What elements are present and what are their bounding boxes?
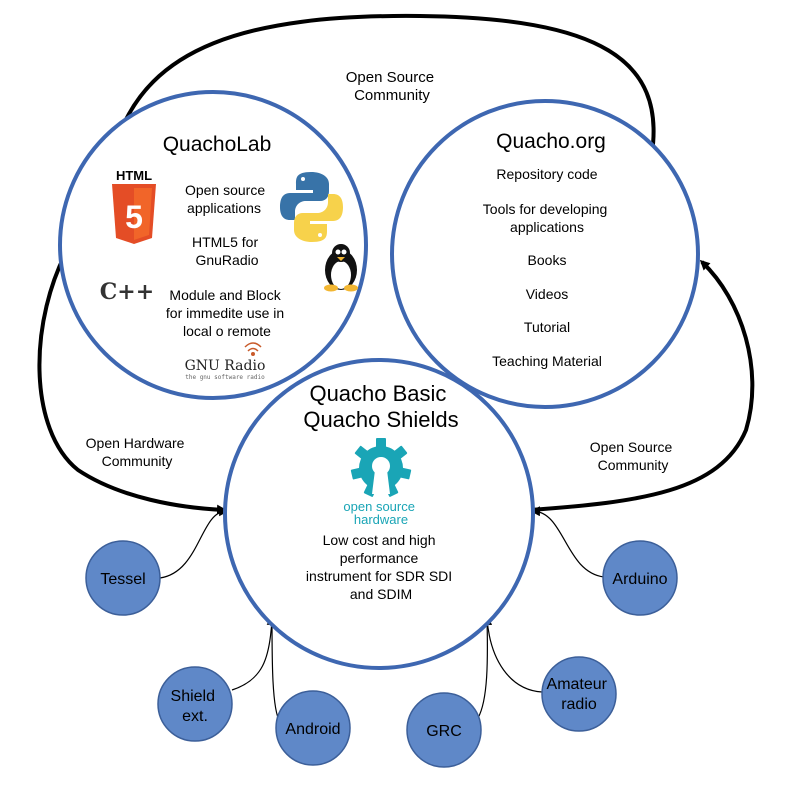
quacholab-item-open-source: Open source applications xyxy=(185,182,269,216)
quacho-org-item-tutorial: Tutorial xyxy=(524,319,570,335)
quacho-org-circle xyxy=(390,99,700,409)
node-arduino: Arduino xyxy=(602,540,678,616)
node-amateur-label: Amateur radio xyxy=(547,676,612,713)
quacho-basic-title: Quacho Basic Quacho Shields xyxy=(303,381,458,432)
node-grc-label: GRC xyxy=(426,723,462,740)
connector-shield xyxy=(231,615,277,691)
arrow-quacholab-to-quacho-basic xyxy=(37,244,227,515)
quacho-basic-circle xyxy=(223,358,535,670)
node-android-label: Android xyxy=(285,721,340,738)
quacho-org-item-books: Books xyxy=(528,252,567,268)
connector-amateur xyxy=(486,617,543,693)
edge-label-top: Open Source Community xyxy=(346,69,439,104)
quacho-org-title: Quacho.org xyxy=(496,130,606,153)
cpp-icon: C++ xyxy=(100,279,154,305)
quacholab-item-module: Module and Block for immedite use in loc… xyxy=(166,287,288,339)
gnuradio-logo-text: GNU Radio xyxy=(185,358,266,374)
quacho-org-item-videos: Videos xyxy=(526,286,569,302)
edge-label-left: Open Hardware Community xyxy=(86,435,189,469)
connector-grc xyxy=(477,615,493,719)
node-android: Android xyxy=(275,690,351,766)
node-shield: Shield ext. xyxy=(157,666,233,742)
node-tessel-label: Tessel xyxy=(100,571,145,588)
quacholab-item-html5: HTML5 for GnuRadio xyxy=(192,234,262,268)
node-grc: GRC xyxy=(406,692,482,768)
arrow-quacho-org-to-quacholab xyxy=(115,13,656,154)
quacho-org-items: Repository code Tools for developing app… xyxy=(483,166,611,369)
quacho-org-item-teaching: Teaching Material xyxy=(492,353,602,369)
quacho-org-item-tools: Tools for developing applications xyxy=(483,201,611,235)
oshw-text: open source hardware xyxy=(343,499,418,527)
connector-android xyxy=(271,617,281,723)
gnuradio-tagline: the gnu software radio xyxy=(185,374,265,381)
html5-logo-number: 5 xyxy=(125,199,143,235)
python-icon xyxy=(280,172,343,242)
linux-tux-icon xyxy=(324,244,358,292)
html5-icon: HTML 5 xyxy=(112,168,156,244)
quacholab-title: QuachoLab xyxy=(163,133,272,156)
oshw-gear-icon xyxy=(350,438,412,497)
connector-tessel xyxy=(159,506,229,579)
edge-label-right: Open Source Community xyxy=(590,439,676,473)
quacho-basic-description: Low cost and high performance instrument… xyxy=(306,532,456,602)
quacholab-items: Open source applications HTML5 for GnuRa… xyxy=(166,182,288,339)
node-shield-label: Shield ext. xyxy=(171,688,220,725)
arrow-quacho-basic-to-quacho-org xyxy=(529,259,755,512)
node-amateur: Amateur radio xyxy=(541,656,617,732)
cpp-logo-text: C++ xyxy=(100,279,154,305)
node-arduino-label: Arduino xyxy=(612,571,667,588)
quacholab-circle xyxy=(58,90,368,400)
gnuradio-icon: GNU Radio the gnu software radio xyxy=(185,342,266,381)
quacho-org-item-repository: Repository code xyxy=(496,166,597,182)
html5-logo-text: HTML xyxy=(116,168,152,183)
node-tessel: Tessel xyxy=(85,540,161,616)
connector-arduino xyxy=(530,506,605,578)
